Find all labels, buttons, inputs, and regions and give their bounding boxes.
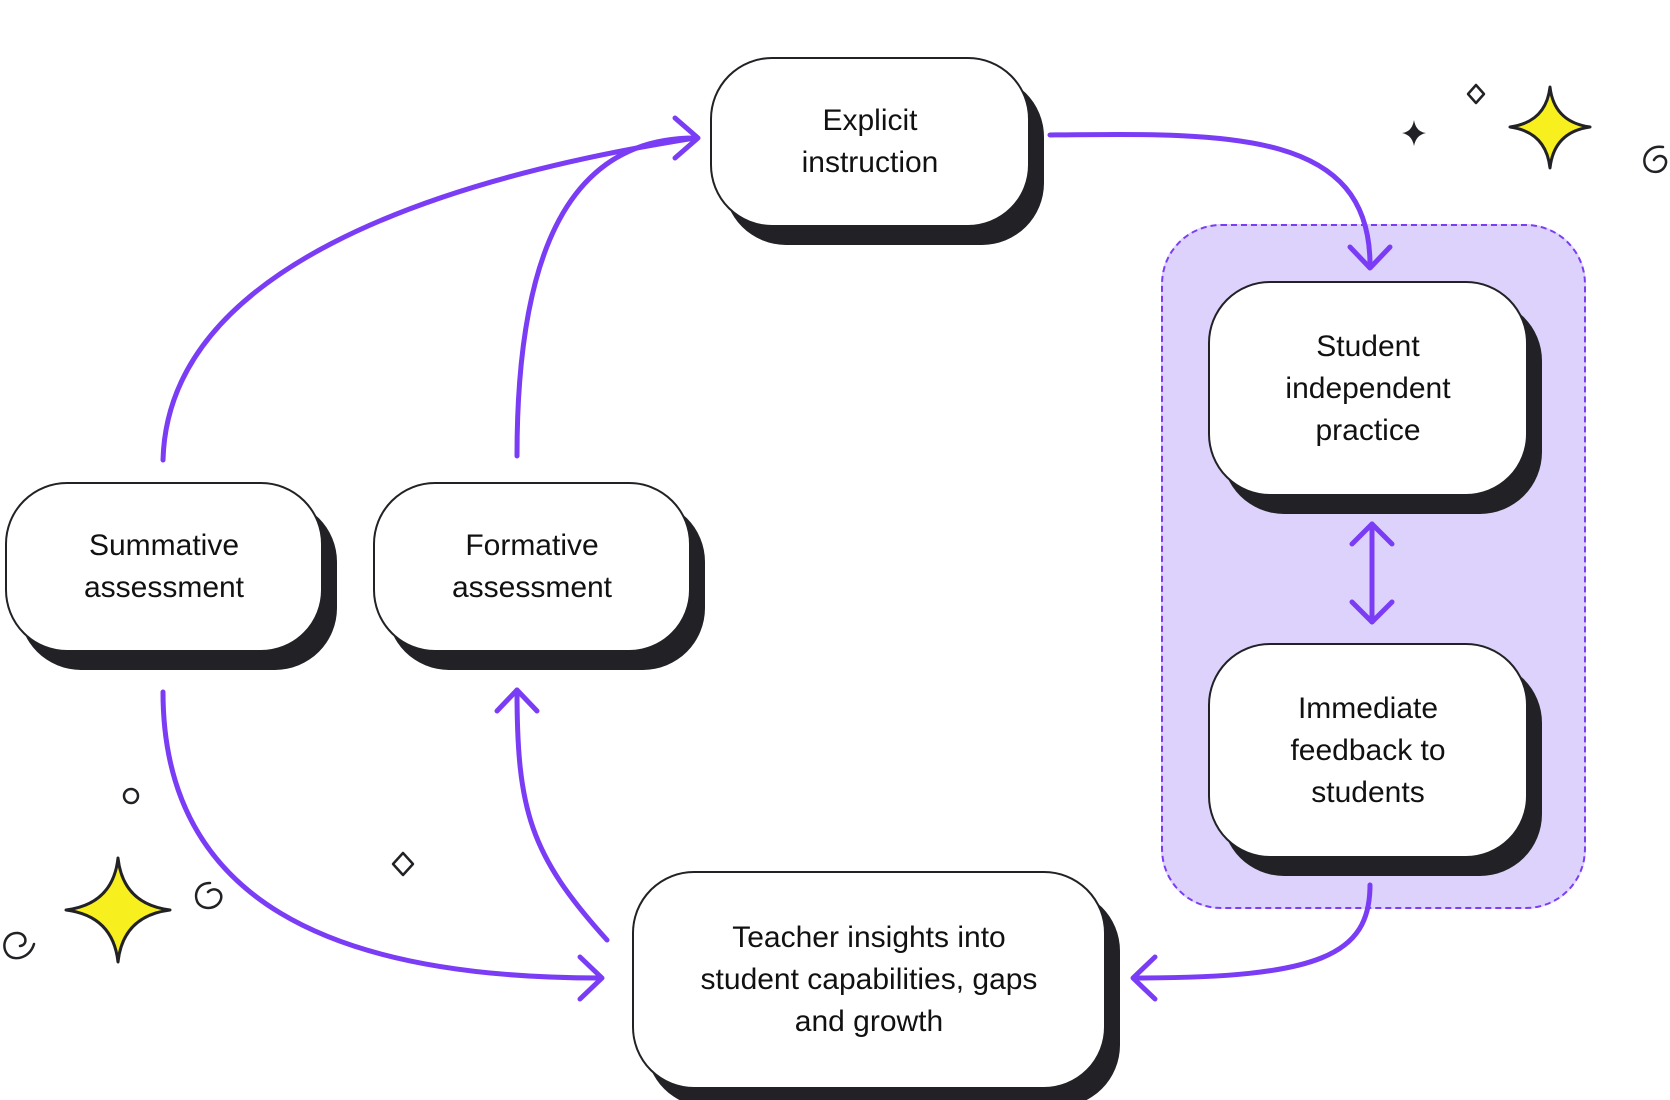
arrowhead-practice bbox=[1347, 244, 1393, 271]
node-explicit-instruction-label: Explicit instruction bbox=[801, 104, 939, 179]
arrow-feedback-to-insights bbox=[1132, 882, 1373, 981]
node-formative-assessment: Formative assessment bbox=[373, 482, 691, 652]
sparkle-icon bbox=[1508, 85, 1592, 170]
node-formative-assessment-label: Formative assessment bbox=[451, 529, 613, 604]
arrow-summative-to-insights bbox=[160, 689, 603, 981]
arrowhead-practice-up bbox=[1349, 521, 1395, 547]
node-explicit-instruction: Explicit instruction bbox=[710, 57, 1030, 227]
spiral-icon bbox=[1643, 145, 1668, 174]
node-immediate-feedback-label: Immediate feedback to students bbox=[1290, 691, 1446, 809]
diamond-icon bbox=[1466, 83, 1486, 105]
node-summative-assessment-label: Summative assessment bbox=[83, 529, 245, 604]
node-teacher-insights-label: Teacher insights into student capabiliti… bbox=[700, 921, 1038, 1038]
node-student-practice: Student independent practice bbox=[1208, 281, 1528, 496]
arrow-formative-to-instruction bbox=[514, 135, 698, 459]
spiral-icon bbox=[194, 881, 223, 910]
arrowhead-formative-up bbox=[494, 687, 540, 714]
node-student-practice-label: Student independent practice bbox=[1285, 329, 1451, 447]
spiral-icon bbox=[3, 931, 36, 960]
arrowhead-feedback-down bbox=[1349, 599, 1395, 625]
node-summative-assessment: Summative assessment bbox=[5, 482, 323, 652]
node-teacher-insights: Teacher insights into student capabiliti… bbox=[632, 871, 1106, 1089]
ring-icon bbox=[122, 787, 140, 805]
arrow-summative-to-instruction bbox=[160, 135, 698, 463]
arrow-insights-to-formative bbox=[514, 687, 610, 943]
arrow-instruction-to-practice bbox=[1047, 131, 1373, 268]
diamond-icon bbox=[391, 851, 415, 877]
node-immediate-feedback: Immediate feedback to students bbox=[1208, 643, 1528, 858]
sparkle-icon bbox=[64, 856, 172, 964]
arrowhead-instruction-left bbox=[672, 115, 701, 161]
arrowhead-insights-left bbox=[577, 954, 605, 1002]
arrowhead-insights-right bbox=[1130, 954, 1158, 1002]
star-filled-icon bbox=[1402, 120, 1426, 146]
